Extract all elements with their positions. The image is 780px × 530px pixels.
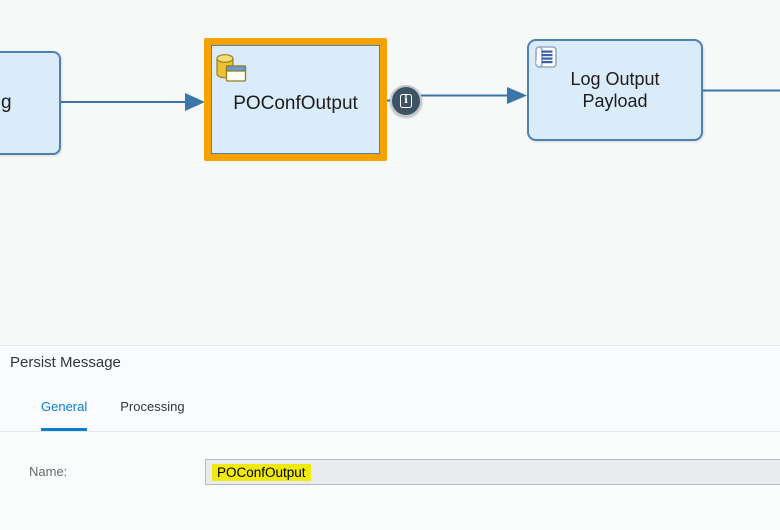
panel-body: Name: POConfOutput	[0, 432, 780, 530]
info-badge[interactable]: i	[390, 85, 422, 117]
flow-node-log-output-payload[interactable]: Log Output Payload	[527, 39, 703, 141]
name-value-highlight: POConfOutput	[212, 463, 311, 481]
node-label: POConfOutput	[233, 93, 358, 114]
flow-node-partial[interactable]: g	[0, 51, 61, 155]
tab-bar: General Processing	[41, 399, 185, 431]
node-label: Log Output Payload	[570, 69, 660, 111]
name-input[interactable]: POConfOutput	[205, 459, 780, 485]
flow-node-poconfoutput-selection[interactable]: POConfOutput	[204, 38, 387, 161]
tab-processing[interactable]: Processing	[120, 399, 185, 414]
node-label: g	[1, 92, 12, 113]
flow-connectors	[61, 87, 780, 111]
panel-title: Persist Message	[10, 354, 121, 371]
name-field-label: Name:	[29, 464, 68, 479]
flow-canvas[interactable]: g POConfOutput i	[0, 0, 780, 345]
flow-node-poconfoutput[interactable]: POConfOutput	[211, 45, 380, 154]
properties-panel: Persist Message General Processing Name:…	[0, 345, 780, 530]
script-icon	[532, 45, 559, 71]
info-icon: i	[400, 94, 412, 108]
panel-header: Persist Message General Processing	[0, 346, 780, 432]
datastore-icon	[215, 52, 247, 87]
tab-general[interactable]: General	[41, 399, 88, 431]
